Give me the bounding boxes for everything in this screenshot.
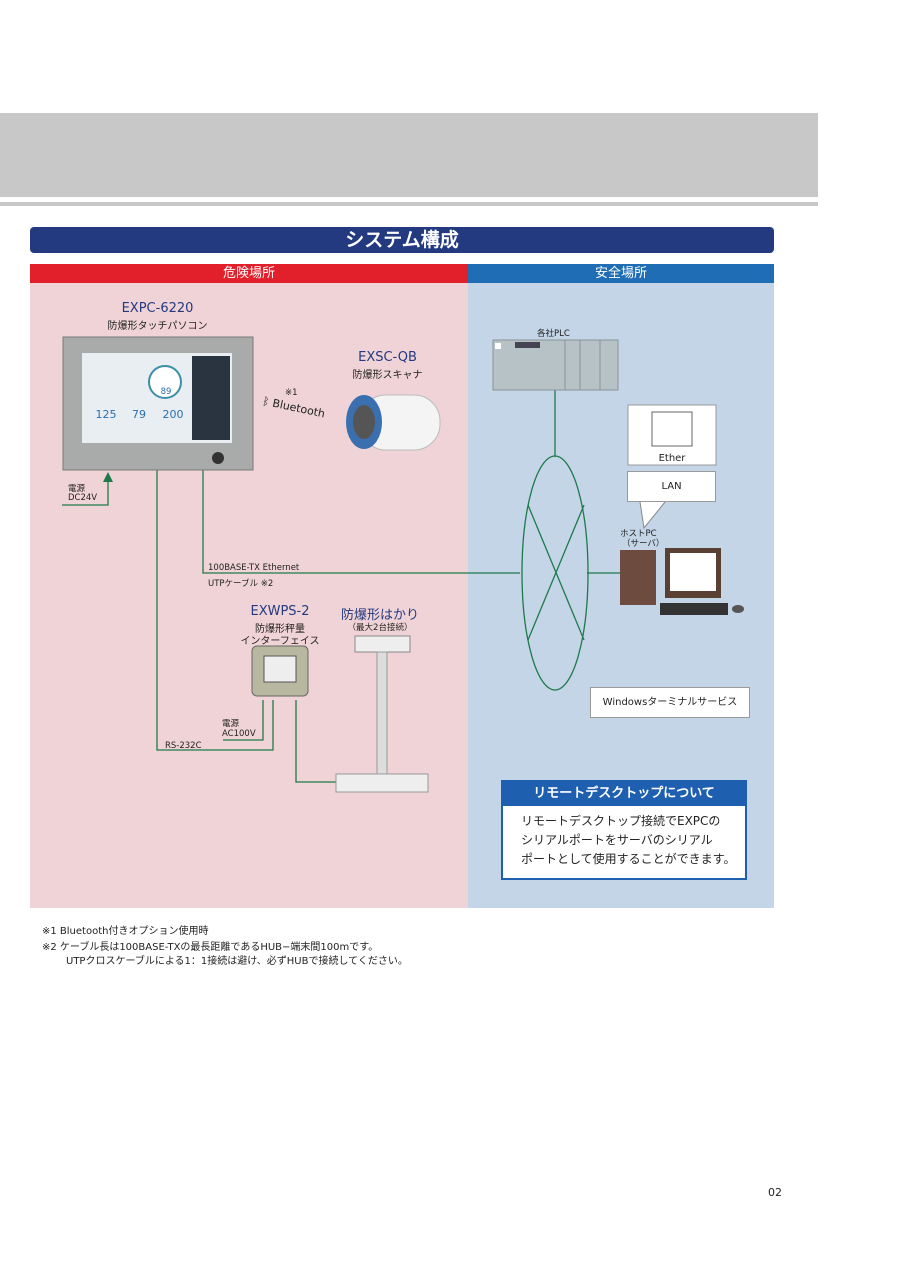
host-label-2: （サーバ） xyxy=(622,539,665,549)
rs232-label: RS-232C xyxy=(165,741,202,751)
remote-line-1: リモートデスクトップ接続でEXPCの xyxy=(521,814,721,828)
exwps-image xyxy=(251,645,309,697)
screen-value-2: 79 xyxy=(132,408,146,421)
section-title: システム構成 xyxy=(30,227,774,253)
remote-line-3: ポートとして使用することができます。 xyxy=(521,852,736,866)
scanner-model: EXSC-QB xyxy=(358,350,417,365)
plc-image xyxy=(492,339,619,391)
footnote-2-cont: UTPクロスケーブルによる1：1接続は避け、必ずHUBで接続してください。 xyxy=(66,956,408,967)
windows-terminal-box: Windowsターミナルサービス xyxy=(590,687,750,718)
ether-label: Ether xyxy=(658,453,686,464)
safe-zone-header: 安全場所 xyxy=(468,264,774,283)
scanner-image xyxy=(346,394,441,451)
ac-power-line xyxy=(223,700,264,741)
expc-name: 防爆形タッチパソコン xyxy=(107,321,208,332)
page-number: 02 xyxy=(768,1186,782,1199)
exwps-name-2: インターフェイス xyxy=(240,636,320,647)
host-label-1: ホストPC xyxy=(620,529,657,539)
header-band xyxy=(0,113,818,197)
exwps-name-1: 防爆形秤量 xyxy=(255,624,305,635)
hub-network xyxy=(521,455,589,691)
ac-power-label: 電源 xyxy=(222,719,240,729)
footnote-2: ※2 ケーブル長は100BASE-TXの最長距離であるHUB−端末間100mです… xyxy=(42,942,379,953)
ethernet-label: 100BASE-TX Ethernet xyxy=(208,563,300,573)
gauge-value: 89 xyxy=(160,387,172,397)
dc-power-spec: DC24V xyxy=(68,493,98,503)
lan-callout: LAN xyxy=(627,471,716,502)
scanner-name: 防爆形スキャナ xyxy=(352,370,423,381)
dc-power-line xyxy=(62,480,109,506)
scale-note: （最大2台接続） xyxy=(347,623,413,633)
screen-value-1: 125 xyxy=(95,408,117,421)
host-pc-image xyxy=(620,548,744,615)
dc-power-label: 電源 xyxy=(68,484,86,494)
rs232-line xyxy=(156,470,274,751)
ac-power-spec: AC100V xyxy=(222,729,256,739)
ethernet-line xyxy=(202,470,520,574)
danger-zone-header: 危険場所 xyxy=(30,264,468,283)
remote-line-2: シリアルポートをサーバのシリアル xyxy=(521,833,713,847)
plc-label: 各社PLC xyxy=(537,329,570,339)
expc-model: EXPC-6220 xyxy=(121,301,194,316)
screen-value-3: 200 xyxy=(162,408,184,421)
scale-image xyxy=(335,635,429,793)
utp-label: UTPケーブル ※2 xyxy=(208,579,274,589)
scale-line xyxy=(295,700,336,783)
footnote-1: ※1 Bluetooth付きオプション使用時 xyxy=(42,926,209,937)
remote-desktop-panel: リモートデスクトップについて リモートデスクトップ接続でEXPCの シリアルポー… xyxy=(501,780,747,880)
bluetooth-mark: ※1 xyxy=(285,388,298,398)
scale-name: 防爆形はかり xyxy=(340,608,419,623)
exwps-model: EXWPS-2 xyxy=(250,604,310,619)
remote-desktop-title: リモートデスクトップについて xyxy=(503,782,745,806)
header-rule xyxy=(0,202,818,206)
